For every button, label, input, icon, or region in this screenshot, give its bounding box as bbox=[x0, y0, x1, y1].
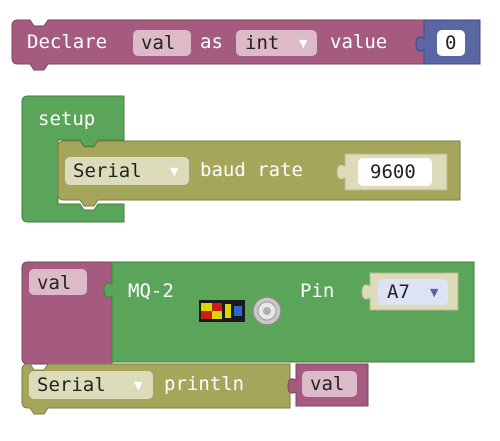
variable-set-block[interactable]: val bbox=[21, 261, 113, 365]
baud-value-block[interactable]: 9600 bbox=[336, 153, 448, 191]
println-label: println bbox=[164, 373, 244, 395]
serial-baud-rate-block[interactable]: Serial ▼ baud rate 9600 bbox=[57, 140, 461, 207]
println-arg-field[interactable] bbox=[302, 371, 357, 397]
setup-label: setup bbox=[38, 108, 95, 130]
serial-port-dropdown[interactable]: Serial ▼ bbox=[65, 157, 189, 185]
chevron-down-icon: ▼ bbox=[170, 165, 179, 178]
mq2-sensor-label: MQ-2 bbox=[128, 280, 174, 302]
math-number-block[interactable]: 0 bbox=[415, 19, 481, 65]
mq2-sensor-icon bbox=[199, 296, 282, 326]
chevron-down-icon: ▼ bbox=[134, 379, 143, 392]
serial-println-block[interactable]: Serial ▼ println val bbox=[21, 363, 369, 415]
declare-as-label: as bbox=[200, 31, 223, 53]
mq2-sensor-block[interactable]: MQ-2 Pin A7 ▼ bbox=[103, 261, 475, 363]
pin-label: Pin bbox=[300, 280, 334, 302]
pin-dropdown-text: A7 bbox=[387, 281, 410, 303]
baud-rate-label: baud rate bbox=[200, 159, 303, 181]
pin-dropdown-block[interactable]: A7 ▼ bbox=[361, 272, 459, 311]
setup-block-body bbox=[21, 95, 125, 223]
setup-block[interactable]: setup bbox=[21, 95, 125, 223]
baud-value-field[interactable] bbox=[358, 158, 432, 186]
declare-keyword: Declare bbox=[27, 31, 107, 53]
declare-value-label: value bbox=[330, 31, 387, 53]
println-arg-text: val bbox=[310, 373, 344, 395]
pin-dropdown-field[interactable] bbox=[378, 279, 448, 305]
set-var-name-field[interactable]: val bbox=[29, 269, 87, 295]
declare-variable-block[interactable]: Declare val as int ▼ value 0 bbox=[11, 19, 481, 71]
declare-type-dropdown[interactable]: int ▼ bbox=[236, 30, 317, 56]
number-field-text: 0 bbox=[445, 32, 456, 54]
chevron-down-icon: ▼ bbox=[430, 286, 439, 299]
serial-port-text: Serial bbox=[73, 160, 142, 182]
baud-value-text: 9600 bbox=[370, 161, 416, 183]
declare-type-text: int bbox=[245, 32, 279, 54]
declare-var-name-field[interactable]: val bbox=[133, 30, 191, 56]
println-serial-text: Serial bbox=[37, 374, 106, 396]
number-field[interactable] bbox=[437, 30, 465, 56]
declare-var-name-text: val bbox=[141, 32, 175, 54]
set-var-name-text: val bbox=[37, 272, 71, 294]
println-serial-dropdown[interactable]: Serial ▼ bbox=[29, 371, 153, 399]
println-arg-block[interactable]: val bbox=[287, 363, 369, 407]
chevron-down-icon: ▼ bbox=[299, 37, 308, 50]
